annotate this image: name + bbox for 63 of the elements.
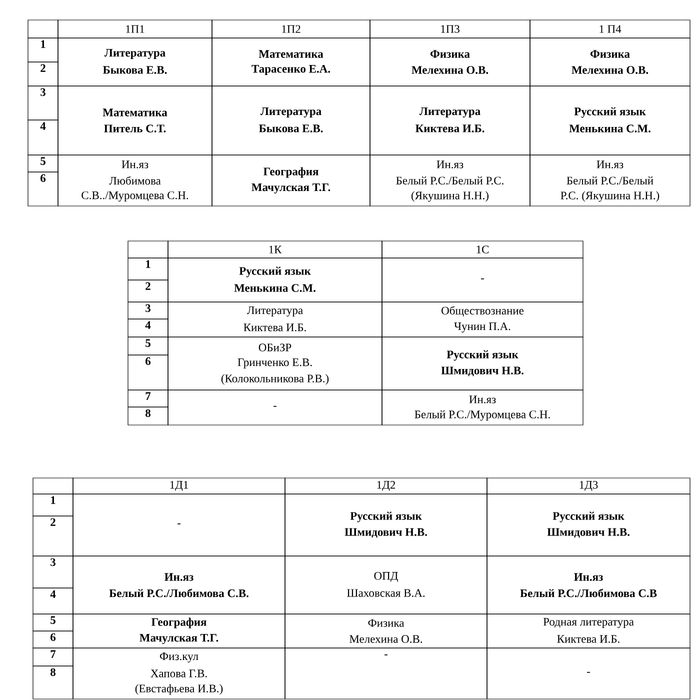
row-number-cell: 2 [28, 62, 58, 86]
header-cell: 1П2 [212, 20, 370, 38]
table-cell: Ин.яз Белый Р.С./Белый Р.С. (Якушина Н.Н.) [530, 154, 690, 206]
table-cell: Русский язык Менькина С.М. [530, 86, 690, 156]
table-cell: ОБиЗР Гринченко Е.В. (Колокольникова Р.В.) [168, 336, 382, 390]
table-cell: Литература Киктева И.Б. [168, 302, 382, 338]
table-cell: Физика Мелехина О.В. [370, 38, 530, 86]
table-cell: Литература Быкова Е.В. [58, 38, 212, 86]
row-number-cell: 5 [32, 614, 74, 632]
header-cell: 1 П4 [530, 20, 690, 38]
row-number-cell: 1 [128, 258, 168, 280]
table-cell: Физика Мелехина О.В. [530, 38, 690, 86]
table-cell: Литература Быкова Е.В. [212, 86, 370, 156]
table-cell: - [72, 494, 286, 556]
row-number-cell: 3 [128, 302, 168, 320]
row-number-cell: 2 [32, 516, 74, 556]
table-cell: - [168, 390, 382, 426]
row-number-cell: 8 [32, 666, 74, 700]
table-cell: Ин.яз Белый Р.С./Любимова С.В. [72, 556, 286, 614]
table-cell: Обществознание Чунин П.А. [382, 302, 584, 338]
table-cell: Ин.яз Белый Р.С./Белый Р.С. (Якушина Н.Н.) [370, 154, 530, 206]
table-cell: Русский язык Менькина С.М. [168, 258, 382, 302]
table-cell: Ин.яз Белый Р.С./Муромцева С.Н. [382, 390, 584, 426]
table-cell: Русский язык Шмидович Н.В. [382, 336, 584, 390]
row-number-cell: 2 [128, 280, 168, 302]
table-cell: ОПД Шаховская В.А. [284, 556, 488, 614]
row-number-cell: 1 [32, 494, 74, 516]
row-number-cell: 1 [28, 38, 58, 62]
row-number-cell: 5 [128, 336, 168, 356]
table-cell: Ин.яз Белый Р.С./Любимова С.В [486, 556, 690, 614]
table-cell: - [486, 648, 690, 700]
header-cell: 1К [168, 240, 382, 258]
row-number-cell: 4 [28, 120, 58, 156]
table-cell: Родная литература Киктева И.Б. [486, 614, 690, 648]
row-number-cell: 5 [28, 154, 58, 172]
table-cell: Литература Киктева И.Б. [370, 86, 530, 156]
row-number-cell: 6 [28, 172, 58, 206]
header-cell: 1С [382, 240, 584, 258]
row-number-cell: 7 [32, 648, 74, 666]
table-cell: Ин.яз Любимова С.В../Муромцева С.Н. [58, 154, 212, 206]
table-cell: Русский язык Шмидович Н.В. [284, 494, 488, 556]
table-cell: Русский язык Шмидович Н.В. [486, 494, 690, 556]
row-number-cell: 3 [28, 86, 58, 120]
header-cell: 1Д1 [72, 478, 286, 494]
header-cell: 1Д3 [486, 478, 690, 494]
header-cell: 1Д2 [284, 478, 488, 494]
table-cell: - [382, 258, 584, 302]
row-number-cell: 6 [32, 630, 74, 648]
table-cell: Физика Мелехина О.В. [284, 614, 488, 648]
header-cell: 1П1 [58, 20, 212, 38]
table-cell: Физ.кул Хапова Г.В. (Евстафьева И.В.) [72, 648, 286, 700]
row-number-cell: 7 [128, 390, 168, 408]
row-number-cell: 6 [128, 354, 168, 390]
row-number-cell: 8 [128, 406, 168, 426]
table-cell: Математика Тарасенко Е.А. [212, 38, 370, 86]
row-number-cell: 3 [32, 556, 74, 588]
table-cell: География Мачулская Т.Г. [72, 614, 286, 648]
row-number-cell: 4 [128, 318, 168, 338]
table-cell: География Мачулская Т.Г. [212, 154, 370, 206]
table-cell: Математика Питель С.Т. [58, 86, 212, 156]
row-number-cell: 4 [32, 588, 74, 614]
table-cell: - [284, 648, 488, 700]
header-cell: 1П3 [370, 20, 530, 38]
